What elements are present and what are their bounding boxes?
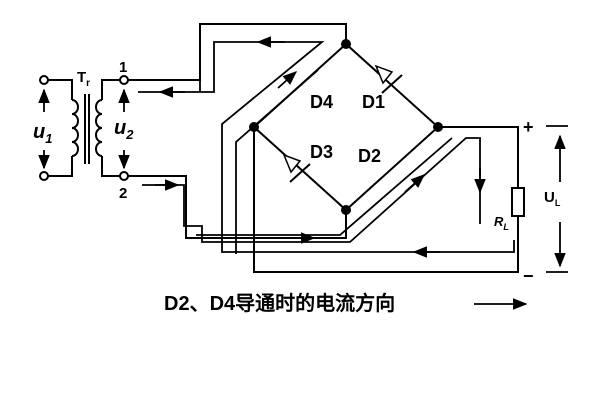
d1-label: D1	[362, 92, 385, 112]
rl-label: RL	[494, 214, 509, 232]
bridge-node-right	[433, 122, 443, 132]
load-resistor	[511, 187, 525, 217]
primary-coil	[71, 99, 79, 157]
current-flow-paths	[138, 41, 515, 254]
bridge-node-top	[341, 39, 351, 49]
flow-arrow-d2-diagonal	[404, 174, 426, 193]
d2-label: D2	[358, 146, 381, 166]
secondary-coil	[95, 99, 103, 157]
bridge-edge-d2	[345, 126, 439, 211]
secondary-terminal-1	[119, 75, 129, 85]
minus-label: −	[523, 266, 534, 286]
d4-label: D4	[310, 92, 333, 112]
ul-label: UL	[544, 189, 561, 208]
transformer	[39, 75, 129, 181]
bridge-edge-d3	[253, 126, 347, 211]
flow-arrow-d4-diagonal	[277, 71, 298, 89]
bridge-node-bottom	[341, 205, 351, 215]
u1-label: u1	[33, 121, 52, 146]
primary-terminal-top	[39, 75, 49, 85]
terminal-2-label: 2	[119, 185, 127, 202]
plus-label: +	[523, 117, 534, 137]
bridge-edge-d1	[345, 43, 439, 128]
diode-d1	[374, 64, 403, 94]
primary-terminal-bottom	[39, 171, 49, 181]
transformer-label: Tr	[77, 69, 90, 89]
diode-d3	[282, 153, 311, 183]
d3-label: D3	[310, 142, 333, 162]
u2-label: u2	[114, 117, 134, 142]
caption-text: D2、D4导通时的电流方向	[164, 291, 395, 315]
terminal-1-label: 1	[119, 59, 127, 76]
secondary-terminal-2	[119, 171, 129, 181]
